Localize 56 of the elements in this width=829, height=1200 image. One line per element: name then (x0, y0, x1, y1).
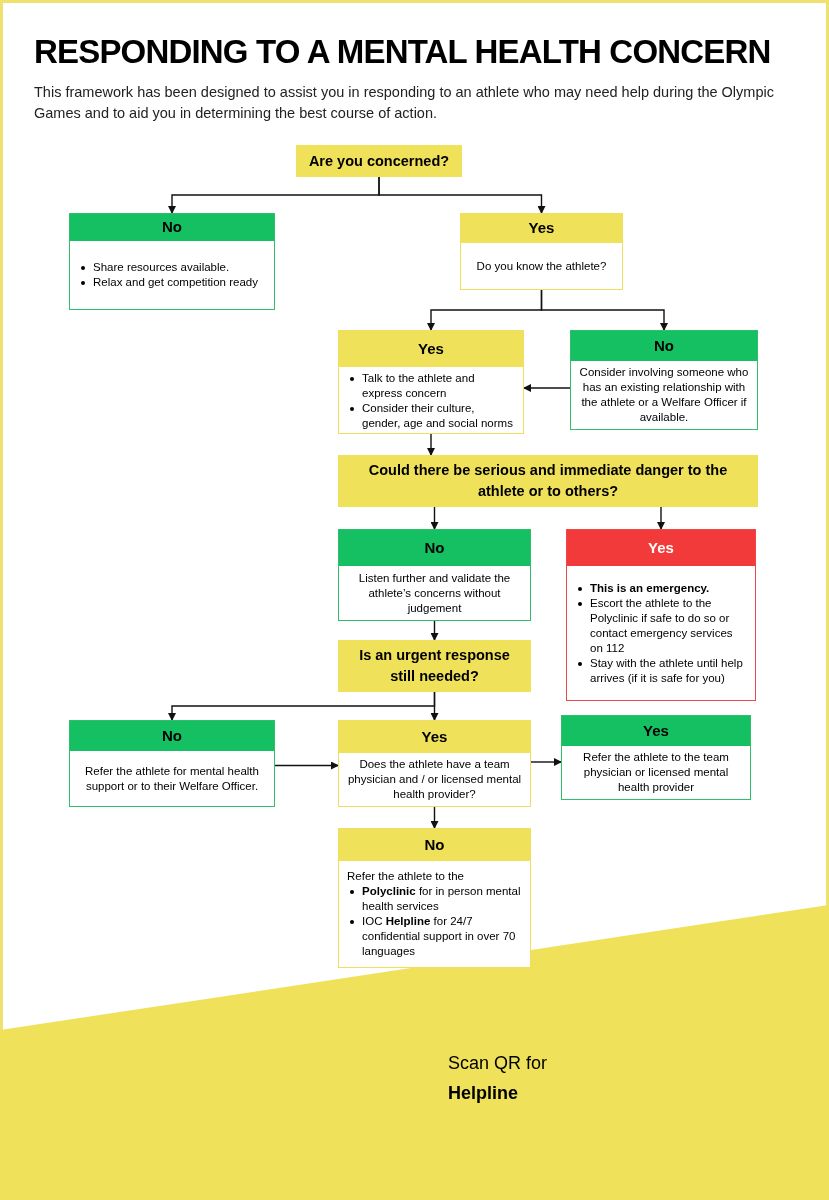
header-text: Yes (418, 338, 444, 359)
bullet-text: Share resources available. (93, 260, 230, 275)
body-text: Listen further and validate the athlete’s concerns without judgement (357, 570, 512, 616)
decision-card (338, 828, 531, 968)
arrow (430, 620, 439, 641)
bullet-text: Escort the athlete to the Polyclinic if safe to do so or contact emergency services on 112 (590, 595, 734, 656)
arrow (657, 506, 665, 530)
question-box (338, 455, 758, 507)
arrow (430, 691, 439, 721)
intro-text: This framework has been designed to assist you in responding to an athlete who may need help during the Olympic Games and to aid you in determining the best course of action. (34, 83, 775, 123)
decision-card (69, 213, 275, 310)
arrow (523, 384, 571, 392)
decision-card (338, 529, 531, 621)
header-text: Yes (648, 537, 674, 558)
arrow (427, 433, 435, 456)
header-text: No (654, 335, 674, 356)
arrow (274, 761, 339, 770)
decision-card (338, 720, 531, 807)
bullet-text: Stay with the athlete until help arrives (if it is safe for you) (590, 655, 744, 686)
question-text: Is an urgent response still needed? (358, 646, 511, 686)
decision-card (338, 330, 524, 434)
arrow (430, 806, 439, 829)
decision-card (566, 529, 756, 701)
arrow (430, 506, 439, 530)
body-text: Do you know the athlete? (475, 258, 608, 274)
decision-card (69, 720, 275, 807)
question-text: Could there be serious and immediate danger to the athlete or to others? (367, 461, 729, 501)
bullet-text: This is an emergency. (590, 580, 710, 596)
body-text: Refer the athlete for mental health support or to their Welfare Officer. (84, 763, 260, 794)
body-text: Refer the athlete to the team physician or licensed mental health provider (582, 750, 730, 795)
decision-card (561, 715, 751, 800)
scan-text: Scan QR for (448, 1052, 548, 1075)
title: RESPONDING TO A MENTAL HEALTH CONCERN (34, 32, 771, 72)
header-text: No (424, 537, 445, 558)
body-text: Refer the athlete to the (347, 869, 465, 884)
arrow (530, 758, 562, 766)
question-text: Are you concerned? (308, 151, 450, 171)
header-text: Yes (528, 218, 555, 239)
question-box (296, 145, 462, 177)
header-text: No (424, 834, 445, 855)
bullet-text: Talk to the athlete and express concern (362, 371, 476, 401)
body-text: Does the athlete have a team physician and / or licensed mental health provider? (347, 757, 522, 802)
header-text: No (162, 725, 182, 746)
header-text: Yes (643, 720, 669, 741)
question-box (338, 640, 531, 692)
arrow (378, 176, 546, 214)
arrow (540, 289, 668, 331)
bullet-text: Relax and get competition ready (93, 275, 258, 290)
bullet-text: IOC Helpline for 24/7 confidential support in over 70 languages (362, 914, 517, 959)
decision-card (460, 213, 623, 290)
header-text: No (162, 217, 182, 238)
body-text: Consider involving someone who has an existing relationship with the athlete or a Welfare Officer if available. (579, 365, 749, 425)
helpline-text: Helpline (448, 1082, 518, 1105)
decision-card (570, 330, 758, 430)
bullet-text: Consider their culture, gender, age and social norms (362, 401, 514, 431)
header-text: Yes (421, 726, 448, 747)
